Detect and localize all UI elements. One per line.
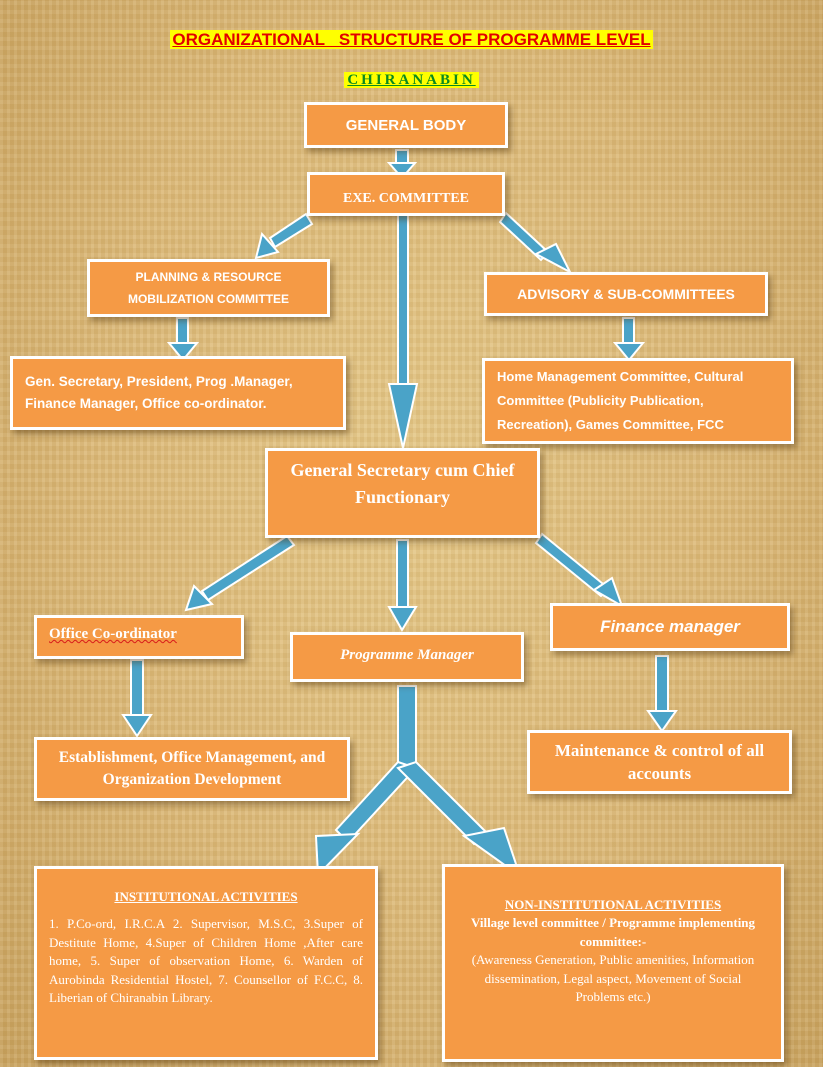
institutional-activities-box: INSTITUTIONAL ACTIVITIES 1. P.Co-ord, I.… [34, 866, 378, 1060]
advisory-members-label: Home Management Committee, Cultural Comm… [497, 369, 744, 432]
arrow-advisory-members [612, 317, 646, 362]
maintenance-label: Maintenance & control of all accounts [554, 741, 765, 783]
arrow-gensec-office [184, 534, 296, 612]
arrow-gensec-finance [534, 532, 624, 609]
office-coordinator-label: Office Co-ordinator [49, 626, 177, 642]
programme-manager-box: Programme Manager [290, 632, 524, 682]
organization-name: CHIRANABIN [0, 72, 823, 89]
planning-members-label: Gen. Secretary, President, Prog .Manager… [25, 374, 293, 411]
exe-committee-label: EXE. COMMITTEE [342, 191, 469, 206]
arrow-office-establishment [121, 659, 153, 738]
non-institutional-heading: NON-INSTITUTIONAL ACTIVITIES [504, 897, 722, 912]
non-institutional-committees: Village level committee / Programme impl… [470, 915, 756, 949]
arrow-planning-members [166, 317, 200, 362]
establishment-label: Establishment, Office Management, and Or… [58, 749, 326, 788]
page-title: ORGANIZATIONAL STRUCTURE OF PROGRAMME LE… [170, 30, 653, 49]
general-body-box: GENERAL BODY [304, 102, 508, 148]
non-institutional-activities-box: NON-INSTITUTIONAL ACTIVITIES Village lev… [442, 864, 784, 1062]
planning-committee-label: PLANNING & RESOURCE MOBILIZATION COMMITT… [127, 270, 290, 306]
arrow-programme-split [314, 685, 522, 879]
arrow-exe-gensec [387, 214, 419, 449]
establishment-box: Establishment, Office Management, and Or… [34, 737, 350, 801]
maintenance-box: Maintenance & control of all accounts [527, 730, 792, 794]
arrow-gb-exe [386, 149, 418, 180]
institutional-heading: INSTITUTIONAL ACTIVITIES [114, 889, 298, 904]
general-secretary-box: General Secretary cum Chief Functionary [265, 448, 540, 538]
general-body-label: GENERAL BODY [345, 116, 467, 134]
institutional-body: 1. P.Co-ord, I.R.C.A 2. Supervisor, M.S.… [49, 916, 363, 1005]
planning-members-box: Gen. Secretary, President, Prog .Manager… [10, 356, 346, 430]
finance-manager-box: Finance manager [550, 603, 790, 651]
advisory-box: ADVISORY & SUB-COMMITTEES [484, 272, 768, 316]
planning-committee-box: PLANNING & RESOURCE MOBILIZATION COMMITT… [87, 259, 330, 317]
advisory-members-box: Home Management Committee, Cultural Comm… [482, 358, 794, 444]
arrow-exe-advisory [498, 211, 573, 275]
finance-manager-label: Finance manager [600, 617, 740, 636]
programme-manager-label: Programme Manager [340, 647, 474, 663]
advisory-label: ADVISORY & SUB-COMMITTEES [517, 286, 735, 302]
office-coordinator-box: Office Co-ordinator [34, 615, 244, 659]
arrow-gensec-programme [387, 539, 418, 632]
arrow-finance-maintenance [646, 655, 678, 733]
non-institutional-topics: (Awareness Generation, Public amenities,… [471, 952, 755, 1004]
exe-committee-box: EXE. COMMITTEE [307, 172, 505, 216]
arrow-exe-planning [254, 212, 314, 260]
general-secretary-label: General Secretary cum Chief Functionary [290, 460, 515, 507]
